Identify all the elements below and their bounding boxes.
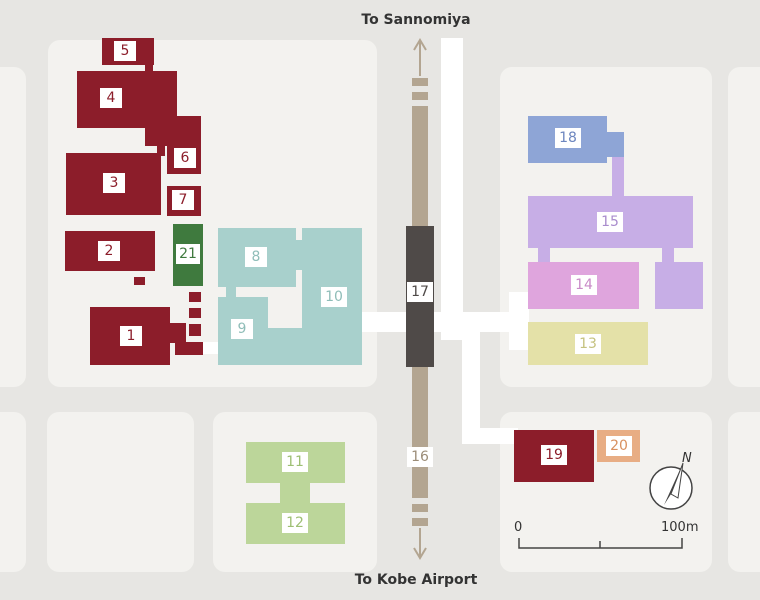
svg-text:13: 13	[579, 336, 597, 352]
svg-text:19: 19	[545, 447, 563, 463]
block	[0, 412, 26, 572]
building-labels: 5 4 6 3 7 2 21 1 8 9 10 11 12 17 16 18 1…	[98, 41, 632, 533]
svg-text:8: 8	[252, 249, 261, 265]
walkway	[362, 312, 412, 332]
north-compass-icon: N	[649, 451, 693, 510]
walkway	[509, 292, 529, 350]
svg-text:12: 12	[286, 515, 304, 531]
label-2: 2	[98, 241, 120, 261]
walkway	[462, 322, 480, 444]
svg-text:10: 10	[325, 289, 343, 305]
label-18: 18	[555, 128, 581, 148]
label-16: 16	[407, 447, 433, 467]
walkway	[441, 38, 463, 340]
compass-n-label: N	[682, 451, 692, 466]
svg-text:2: 2	[105, 243, 114, 259]
svg-text:18: 18	[559, 130, 577, 146]
label-10: 10	[321, 287, 347, 307]
svg-text:11: 11	[286, 454, 304, 470]
scale-start-label: 0	[514, 520, 522, 535]
label-5: 5	[114, 41, 136, 61]
building-15b	[655, 262, 703, 309]
label-3: 3	[103, 173, 125, 193]
to-sannomiya-label: To Sannomiya	[361, 12, 470, 28]
svg-text:1: 1	[127, 328, 136, 344]
label-21: 21	[176, 244, 200, 264]
block	[47, 412, 194, 572]
svg-text:9: 9	[238, 321, 247, 337]
svg-text:14: 14	[575, 277, 593, 293]
svg-text:6: 6	[181, 150, 190, 166]
block	[728, 67, 760, 387]
label-20: 20	[606, 436, 632, 456]
svg-text:17: 17	[411, 284, 429, 300]
svg-text:20: 20	[610, 438, 628, 454]
building-group-lightgreen	[246, 442, 345, 544]
label-19: 19	[541, 445, 567, 465]
scale-bar: 0 100m	[514, 520, 698, 549]
svg-text:15: 15	[601, 214, 619, 230]
label-11: 11	[282, 452, 308, 472]
label-8: 8	[245, 247, 267, 267]
label-7: 7	[172, 190, 194, 210]
label-17: 17	[407, 282, 433, 302]
svg-text:5: 5	[121, 43, 130, 59]
block	[728, 412, 760, 572]
svg-text:16: 16	[411, 449, 429, 465]
walkways	[203, 38, 529, 444]
svg-text:21: 21	[179, 246, 197, 262]
block	[0, 67, 26, 387]
label-13: 13	[575, 334, 601, 354]
label-6: 6	[174, 148, 196, 168]
to-kobe-airport-label: To Kobe Airport	[355, 572, 478, 588]
svg-text:4: 4	[107, 90, 116, 106]
label-4: 4	[100, 88, 122, 108]
label-9: 9	[231, 319, 253, 339]
label-12: 12	[282, 513, 308, 533]
walkway	[430, 312, 515, 332]
label-1: 1	[120, 326, 142, 346]
svg-text:3: 3	[110, 175, 119, 191]
label-15: 15	[597, 212, 623, 232]
building-group-right	[514, 116, 703, 482]
walkway	[462, 428, 518, 444]
label-14: 14	[571, 275, 597, 295]
svg-text:7: 7	[179, 192, 188, 208]
scale-end-label: 100m	[661, 520, 698, 535]
